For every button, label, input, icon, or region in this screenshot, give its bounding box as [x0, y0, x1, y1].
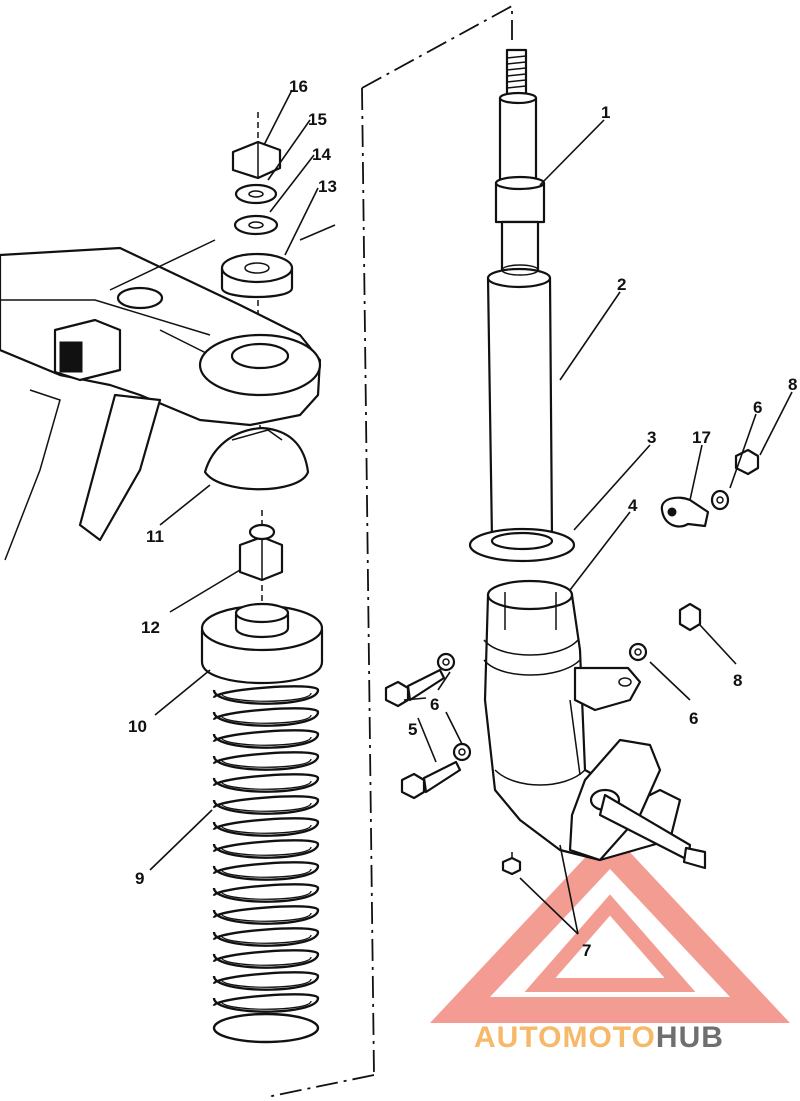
spring-coil-turn [212, 927, 320, 947]
spring-coil-turn [212, 839, 320, 859]
callout-17: 17 [692, 428, 711, 447]
spring-coil-turn [212, 795, 320, 815]
grease-fitting-7 [501, 852, 522, 876]
watermark-text-automoto: AUTOMOTO [474, 1021, 656, 1054]
nut-12 [238, 523, 284, 582]
strut-body-2 [486, 264, 554, 542]
spring-coil-turn [212, 949, 320, 969]
spring-coil-turn [212, 751, 320, 771]
strut-rod-1 [494, 48, 546, 274]
callout-1: 1 [601, 103, 610, 122]
watermark-text: AUTOMOTOHUB [474, 1021, 724, 1054]
callout-2: 2 [617, 275, 626, 294]
nut-16 [231, 140, 282, 180]
spring-coil-inner-edge [220, 934, 312, 944]
bushing-13 [220, 252, 294, 299]
spring-coil-inner-edge [220, 846, 312, 856]
spring-coil-inner-edge [220, 824, 312, 834]
spring-coil-inner-edge [220, 780, 312, 790]
callout-15: 15 [308, 110, 327, 129]
lock-washer-15 [234, 183, 278, 205]
spring-coil-turn [212, 707, 320, 727]
spring-coil-turn [212, 817, 320, 837]
spring-coil-inner-edge [220, 978, 312, 988]
callout-8-right: 8 [733, 671, 742, 690]
watermark-logo-icon [429, 830, 791, 1023]
spring-coil-inner-edge [220, 1000, 312, 1010]
callout-6-right: 6 [689, 709, 698, 728]
spring-coil-turn [212, 729, 320, 749]
watermark-text-hub: HUB [656, 1021, 724, 1054]
spring-coil-inner-edge [220, 736, 312, 746]
spring-coil-inner-edge [220, 714, 312, 724]
spring-coil-inner-edge [220, 956, 312, 966]
callout-labels: 1 2 3 4 5 6 6 6 7 8 8 9 10 11 12 13 14 1… [128, 77, 797, 960]
spring-coil-inner-edge [220, 912, 312, 922]
spring-coil-inner-edge [220, 890, 312, 900]
callout-4: 4 [628, 496, 638, 515]
callout-5: 5 [408, 720, 417, 739]
coil-spring-9 [212, 685, 320, 1044]
callout-11: 11 [146, 527, 164, 546]
callout-6-left: 6 [430, 695, 439, 714]
spring-coil-turn [212, 685, 320, 705]
clamp-17 [660, 496, 710, 528]
spring-coil-turn [212, 773, 320, 793]
frame-crossmember [0, 224, 336, 561]
leader-lines [149, 89, 793, 935]
spring-coil-inner-edge [220, 692, 312, 702]
assembly-boundary [267, 4, 513, 1101]
washer-14 [233, 214, 279, 236]
callout-10: 10 [128, 717, 147, 736]
callout-9: 9 [135, 869, 144, 888]
callout-6-upper: 6 [753, 398, 762, 417]
callout-7: 7 [582, 941, 591, 960]
knuckle-housing-4 [483, 579, 707, 870]
nut-8-right [678, 602, 702, 632]
seal-ring-3 [468, 527, 576, 563]
spring-coil-turn [212, 861, 320, 881]
washer-6-left-upper [436, 652, 456, 672]
callout-14: 14 [312, 145, 331, 164]
spring-coil-turn [212, 971, 320, 991]
tube-end-icon [59, 341, 83, 373]
spring-coil-inner-edge [220, 868, 312, 878]
callout-12: 12 [141, 618, 160, 637]
washer-6-upper [710, 489, 730, 511]
callout-3: 3 [647, 428, 656, 447]
washer-6-right [628, 642, 648, 662]
top-hardware-stack [220, 140, 294, 299]
bolt-5-lower [400, 760, 462, 800]
spring-seat-11 [203, 426, 310, 491]
callout-13: 13 [318, 177, 337, 196]
washer-6-left-lower [452, 742, 472, 762]
spring-cap-10 [200, 602, 324, 685]
spring-coil-turn [212, 883, 320, 903]
spring-coil-inner-edge [220, 758, 312, 768]
callout-8-upper: 8 [788, 375, 797, 394]
callout-16: 16 [289, 77, 308, 96]
spring-bottom-coil [212, 1012, 320, 1044]
spring-coil-inner-edge [220, 802, 312, 812]
spring-coil-turn [212, 993, 320, 1013]
spring-coil-turn [212, 905, 320, 925]
